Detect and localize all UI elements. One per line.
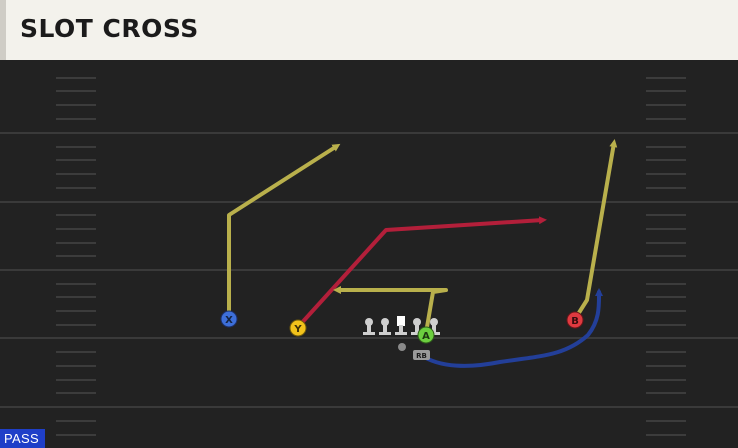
play-header: SLOT CROSS <box>0 0 738 62</box>
route-y <box>296 216 547 329</box>
play-type-badge: PASS <box>0 429 45 448</box>
receiver-b-label: B <box>571 316 579 327</box>
route-a <box>333 286 448 334</box>
receiver-x-label: X <box>225 315 233 326</box>
receiver-y: Y <box>289 319 307 337</box>
hash-marks-left <box>56 77 96 436</box>
rb-marker: RB <box>413 350 430 360</box>
route-rb <box>419 288 604 368</box>
rb-label: RB <box>416 352 427 360</box>
play-title: SLOT CROSS <box>20 14 199 43</box>
lineman-icon <box>363 318 375 335</box>
receiver-a: A <box>417 326 435 344</box>
field: RB X Y A B <box>0 60 738 448</box>
hash-marks-right <box>646 77 686 436</box>
lineman-icon <box>411 318 423 335</box>
yard-lines <box>0 132 738 408</box>
field-turf <box>0 60 738 448</box>
center-icon <box>395 316 407 335</box>
qb-marker <box>398 343 406 351</box>
receiver-b: B <box>566 311 584 329</box>
receiver-y-label: Y <box>293 324 302 335</box>
receiver-a-label: A <box>422 331 430 342</box>
route-x <box>227 143 341 318</box>
header-accent <box>0 0 6 60</box>
lineman-icon <box>379 318 391 335</box>
receiver-x: X <box>220 310 238 328</box>
